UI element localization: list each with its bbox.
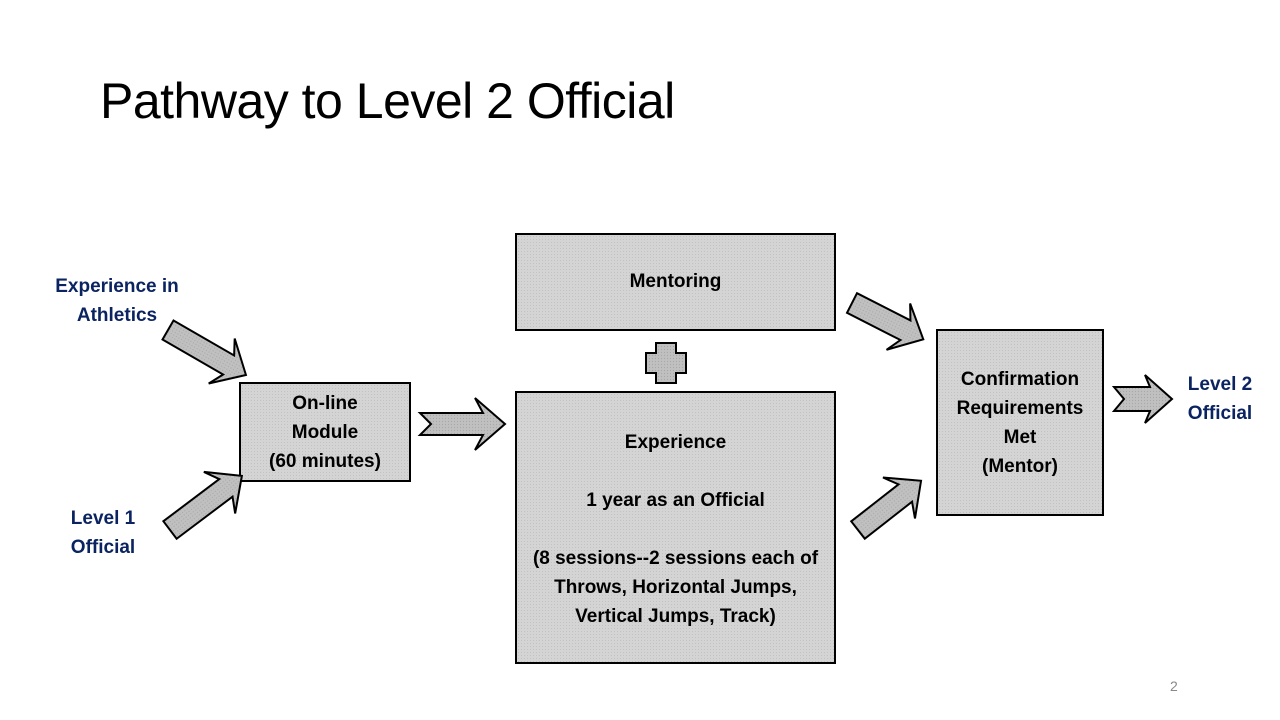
experience-duration: 1 year as an Official <box>586 490 765 511</box>
online-module-line2: Module <box>291 421 359 443</box>
experience-label-line2: Athletics <box>76 305 158 326</box>
arrow-experience-to-confirmation-icon <box>849 476 923 541</box>
confirmation-line1: Confirmation <box>960 368 1080 390</box>
experience-detail-line1: (8 sessions--2 sessions each of <box>532 548 819 569</box>
level2-label-line2: Official <box>1187 403 1253 424</box>
level-1-official-label: Level 1 Official <box>52 504 154 562</box>
experience-label-line1: Experience in <box>55 276 179 297</box>
mentoring-label: Mentoring <box>629 271 722 292</box>
confirmation-line4: (Mentor) <box>982 455 1058 477</box>
confirmation-box: Confirmation Requirements Met (Mentor) <box>936 329 1104 516</box>
experience-detail-line2: Throws, Horizontal Jumps, <box>554 577 797 598</box>
arrow-mentoring-to-confirmation-icon <box>845 291 925 351</box>
level-2-official-label: Level 2 Official <box>1172 370 1268 428</box>
confirmation-line3: Met <box>1003 426 1037 448</box>
arrow-experience-to-module-icon <box>161 319 248 385</box>
page-number: 2 <box>1170 678 1178 694</box>
confirmation-line2: Requirements <box>956 397 1084 419</box>
arrow-level1-to-module-icon <box>161 470 244 541</box>
arrow-module-to-experience-icon <box>417 397 507 451</box>
mentoring-box: Mentoring <box>515 233 836 331</box>
online-module-box: On-line Module (60 minutes) <box>239 382 411 482</box>
experience-box: Experience 1 year as an Official (8 sess… <box>515 391 836 664</box>
experience-detail-line3: Vertical Jumps, Track) <box>575 606 776 627</box>
plus-icon <box>645 342 687 384</box>
level1-label-line2: Official <box>70 537 136 558</box>
level1-label-line1: Level 1 <box>70 508 136 529</box>
online-module-line3: (60 minutes) <box>269 450 381 472</box>
level2-label-line1: Level 2 <box>1187 374 1253 395</box>
online-module-line1: On-line <box>292 392 358 414</box>
experience-in-athletics-label: Experience in Athletics <box>38 272 196 330</box>
slide-title: Pathway to Level 2 Official <box>100 73 675 129</box>
experience-heading: Experience <box>624 432 727 453</box>
arrow-confirmation-to-level2-icon <box>1111 374 1174 424</box>
